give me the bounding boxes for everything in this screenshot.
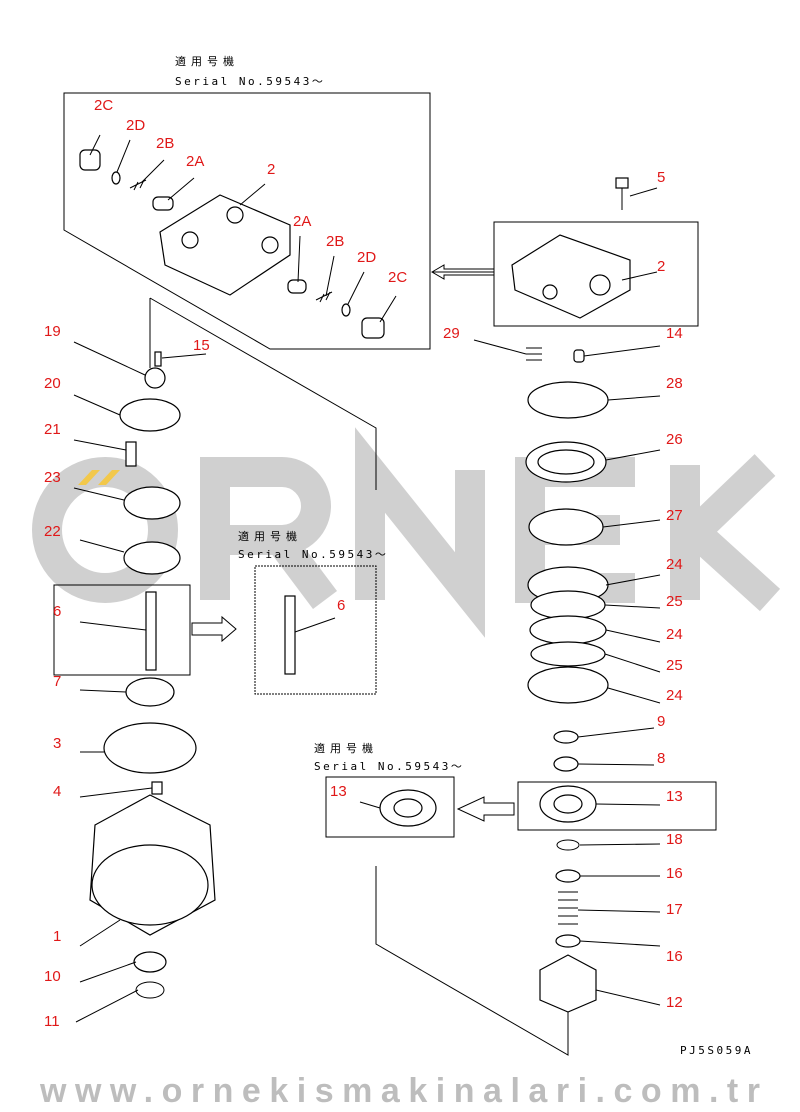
label-13: 13 <box>666 788 683 805</box>
label-18: 18 <box>666 831 683 848</box>
label-2: 2 <box>267 161 275 178</box>
label-28: 28 <box>666 375 683 392</box>
label-17: 17 <box>666 901 683 918</box>
label-2: 2 <box>657 258 665 275</box>
watermark-chevron-icon <box>78 470 120 485</box>
label-23: 23 <box>44 469 61 486</box>
serial-note-top: Serial No.59543〜 <box>175 75 325 88</box>
label-29: 29 <box>443 325 460 342</box>
label-7: 7 <box>53 673 61 690</box>
label-13-inset: 13 <box>330 783 347 800</box>
label-16: 16 <box>666 865 683 882</box>
label-6-inset: 6 <box>337 597 345 614</box>
right-labels: 5 2 29 14 28 26 27 24 25 24 25 24 9 8 13… <box>443 169 683 1011</box>
label-2b: 2B <box>156 135 174 152</box>
label-2d: 2D <box>126 117 145 134</box>
label-2a: 2A <box>293 213 311 230</box>
left-labels: 19 15 20 21 23 22 6 7 3 4 1 10 11 6 13 <box>44 323 347 1030</box>
label-10: 10 <box>44 968 61 985</box>
label-2c: 2C <box>388 269 407 286</box>
label-2a: 2A <box>186 153 204 170</box>
label-2d: 2D <box>357 249 376 266</box>
label-21: 21 <box>44 421 61 438</box>
label-22: 22 <box>44 523 61 540</box>
serial-note-low: Serial No.59543〜 <box>314 760 464 773</box>
applicable-title-low: 適用号機 <box>314 741 378 755</box>
watermark-logo <box>32 427 781 638</box>
label-14: 14 <box>666 325 683 342</box>
label-5: 5 <box>657 169 665 186</box>
watermark-url: www.ornekismakinalari.com.tr <box>39 1072 760 1110</box>
label-11: 11 <box>44 1013 60 1030</box>
label-2c: 2C <box>94 97 113 114</box>
label-9: 9 <box>657 713 665 730</box>
label-24: 24 <box>666 687 683 704</box>
label-24: 24 <box>666 626 683 643</box>
serial-note-mid: Serial No.59543〜 <box>238 548 388 561</box>
frame-lines <box>53 92 717 1056</box>
label-12: 12 <box>666 994 683 1011</box>
applicable-title-top: 適用号機 <box>175 54 239 68</box>
top-box-labels: 2C 2D 2B 2A 2 2A 2B 2D 2C <box>94 97 407 286</box>
label-16: 16 <box>666 948 683 965</box>
label-19: 19 <box>44 323 61 340</box>
leader-lines <box>73 134 661 1023</box>
label-27: 27 <box>666 507 683 524</box>
label-1: 1 <box>53 928 61 945</box>
label-20: 20 <box>44 375 61 392</box>
label-15: 15 <box>193 337 210 354</box>
label-25: 25 <box>666 593 683 610</box>
label-25: 25 <box>666 657 683 674</box>
parts <box>79 149 631 1013</box>
label-24: 24 <box>666 556 683 573</box>
label-4: 4 <box>53 783 61 800</box>
drawing-code: PJ5S059A <box>680 1044 753 1057</box>
label-2b: 2B <box>326 233 344 250</box>
applicable-title-mid: 適用号機 <box>238 529 302 543</box>
label-6: 6 <box>53 603 61 620</box>
label-8: 8 <box>657 750 665 767</box>
label-3: 3 <box>53 735 61 752</box>
label-26: 26 <box>666 431 683 448</box>
